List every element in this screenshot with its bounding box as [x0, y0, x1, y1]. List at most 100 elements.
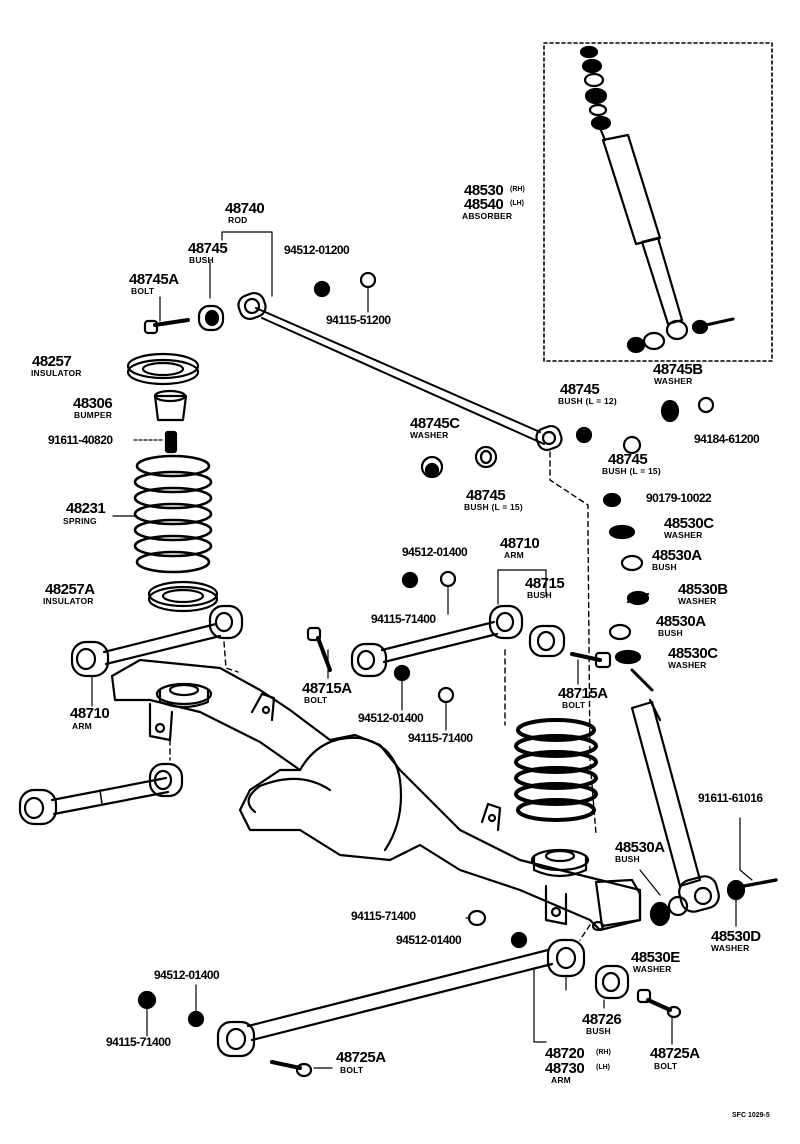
label-insulator-48257A-name: INSULATOR	[43, 596, 94, 606]
rear-axle-housing	[110, 658, 642, 932]
label-bush-48530A-top-name: BUSH	[652, 562, 677, 572]
label-bush-48726: 48726	[582, 1011, 622, 1028]
bush-48726	[594, 964, 630, 1009]
label-nut-94512-01400-bl: 94512-01400	[154, 968, 220, 982]
label-bolt-48725A-right: 48725A	[650, 1045, 700, 1062]
label-washer-48530C-top: 48530C	[664, 515, 714, 532]
label-bush-48715: 48715	[525, 575, 565, 592]
bolt-48745A	[143, 296, 190, 335]
label-arm-48710-left-name: ARM	[72, 721, 92, 731]
label-bush-48530A-top: 48530A	[652, 547, 702, 564]
label-washer-94115-71400-mid: 94115-71400	[408, 731, 473, 745]
bush-48745-top	[197, 304, 225, 332]
label-nut-94184-61200: 94184-61200	[694, 432, 760, 446]
label-bolt-48745A: 48745A	[129, 271, 179, 288]
bolt-48725A-left	[270, 1060, 333, 1078]
label-rod-name: ROD	[228, 215, 248, 225]
coil-spring-48231	[133, 454, 213, 574]
label-insulator-48257-name: INSULATOR	[31, 368, 82, 378]
label-nut-94512-01400-low: 94512-01400	[396, 933, 462, 947]
bumper-48306	[153, 389, 188, 422]
lower-control-arm-left	[18, 762, 184, 826]
upper-control-arm-right	[350, 569, 547, 678]
label-arm-48710-left: 48710	[70, 705, 110, 722]
label-rod-number: 48740	[225, 200, 265, 217]
label-bolt-48715A-left: 48715A	[302, 680, 352, 697]
label-washer-48530B-name: WASHER	[678, 596, 717, 606]
nut-94512-01400-mid	[393, 664, 411, 682]
label-bush-48530A-mid-name: BUSH	[658, 628, 683, 638]
label-washer-48530E-name: WASHER	[633, 964, 672, 974]
label-bush-48530A-low: 48530A	[615, 839, 665, 856]
label-bolt-91611-40820: 91611-40820	[48, 433, 113, 447]
label-absorber-name: ABSORBER	[462, 211, 513, 221]
label-bush-l15-right: 48745	[608, 451, 648, 468]
nut-94512-01200	[313, 280, 331, 298]
label-washer-48530D-name: WASHER	[711, 943, 750, 953]
label-absorber-rh-tag: (RH)	[510, 186, 525, 193]
label-spring-48231-name: SPRING	[63, 516, 97, 526]
label-bolt-48725A-left: 48725A	[336, 1049, 386, 1066]
label-bush-48530A-low-name: BUSH	[615, 854, 640, 864]
label-washer-48530C-mid-name: WASHER	[668, 660, 707, 670]
label-washer-48745C: 48745C	[410, 415, 460, 432]
absorber-right-hardware	[420, 396, 715, 665]
label-arm-48710-upper: 48710	[500, 535, 540, 552]
assembly-dashed-lines	[169, 451, 597, 941]
label-washer-94115-71400-top: 94115-71400	[371, 612, 436, 626]
label-bolt-48715A-left-name: BOLT	[304, 695, 328, 705]
label-nut-94512-01400-mid: 94512-01400	[358, 711, 424, 725]
label-arm-low-name: ARM	[551, 1075, 571, 1085]
label-nut-94512-01200: 94512-01200	[284, 243, 350, 257]
bolt-91611-40820	[133, 430, 178, 454]
label-bush-l12-name: BUSH (L = 12)	[558, 396, 617, 406]
label-nut-94512-01400-top: 94512-01400	[402, 545, 468, 559]
label-washer-48745C-name: WASHER	[410, 430, 449, 440]
label-washer-48530D: 48530D	[711, 928, 761, 945]
label-arm-rh-number: 48720	[545, 1045, 585, 1062]
label-washer-48745B: 48745B	[653, 361, 703, 378]
label-washer-48745B-name: WASHER	[654, 376, 693, 386]
washer-94115-71400-mid	[437, 686, 455, 704]
label-arm-lh-tag: (LH)	[596, 1064, 610, 1071]
washer-94115-71400-low	[467, 909, 487, 927]
upper-control-arm-left	[70, 604, 244, 707]
label-bush-l15-mid: 48745	[466, 487, 506, 504]
label-bush-48745-top: 48745	[188, 240, 228, 257]
label-arm-lh-number: 48730	[545, 1060, 585, 1077]
label-arm-48710-upper-name: ARM	[504, 550, 524, 560]
label-bush-l15-right-name: BUSH (L = 15)	[602, 466, 661, 476]
label-bolt-48745A-name: BOLT	[131, 286, 155, 296]
bolt-48715A-left	[306, 626, 332, 679]
label-bush-48715-name: BUSH	[527, 590, 552, 600]
label-bush-48726-name: BUSH	[586, 1026, 611, 1036]
label-absorber-rh-number: 48530	[464, 182, 504, 199]
label-bolt-48725A-left-name: BOLT	[340, 1065, 364, 1075]
figure-code: SFC 1029-5	[732, 1112, 770, 1119]
label-bumper-48306-name: BUMPER	[74, 410, 113, 420]
shock-absorber-lower	[630, 668, 778, 927]
label-bolt-48715A-right-name: BOLT	[562, 700, 586, 710]
label-nut-90179-10022: 90179-10022	[646, 491, 712, 505]
label-bush-48530A-mid: 48530A	[656, 613, 706, 630]
label-spring-48231: 48231	[66, 500, 106, 517]
label-absorber-lh-tag: (LH)	[510, 200, 524, 207]
bolt-48715A-right	[570, 651, 612, 685]
label-bumper-48306: 48306	[73, 395, 113, 412]
label-arm-rh-tag: (RH)	[596, 1049, 611, 1056]
washer-94115-71400-bl	[137, 990, 157, 1010]
label-washer-48530C-mid: 48530C	[668, 645, 718, 662]
lateral-rod	[237, 291, 563, 452]
label-bolt-48725A-right-name: BOLT	[654, 1061, 678, 1071]
shock-absorber-upper	[601, 133, 735, 354]
washer-94115-71400-top	[439, 570, 457, 588]
label-washer-48530C-top-name: WASHER	[664, 530, 703, 540]
nut-94512-01400-bl	[187, 1010, 205, 1028]
label-absorber-lh-number: 48540	[464, 196, 504, 213]
label-washer-48530B: 48530B	[678, 581, 728, 598]
label-bush-l15-mid-name: BUSH (L = 15)	[464, 502, 523, 512]
insulator-48257A	[147, 580, 219, 613]
label-washer-94115-71400-low: 94115-71400	[351, 909, 416, 923]
absorber-top-hardware	[579, 45, 612, 142]
